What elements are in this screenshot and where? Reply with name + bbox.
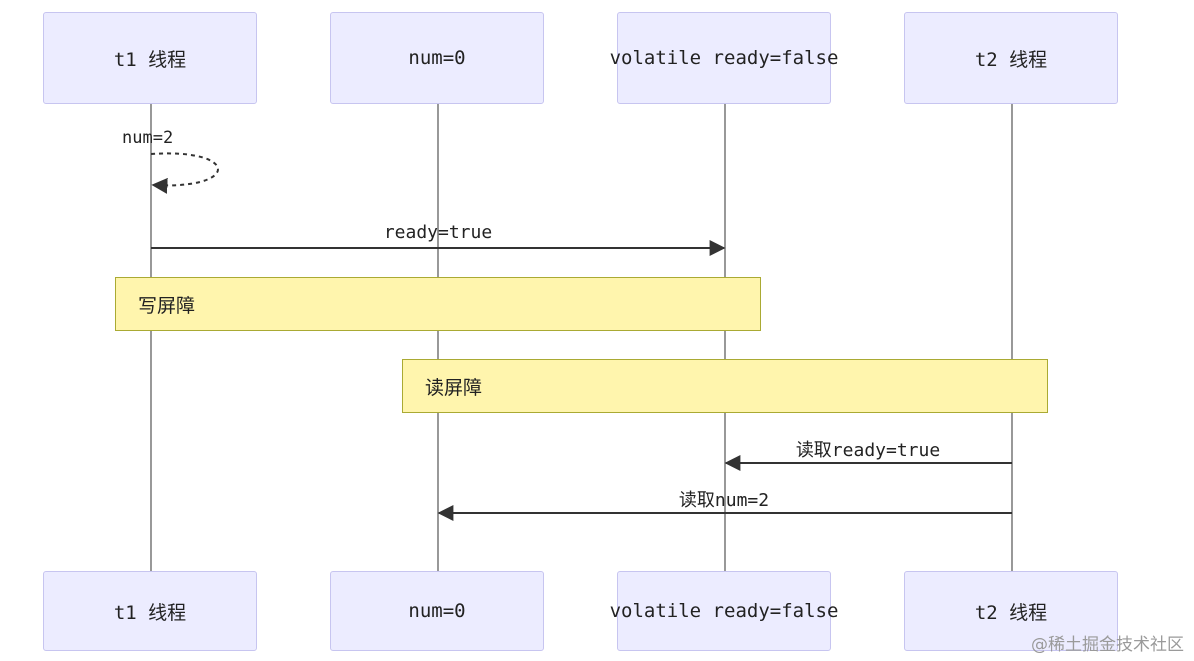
actor-ready-bottom: volatile ready=false	[610, 571, 838, 651]
message-label-read-ready: 读取ready=true	[795, 440, 941, 461]
actor-num-bottom: num=0	[330, 571, 544, 651]
message-label-read-num: 读取num=2	[678, 490, 770, 511]
self-message-label: num=2	[122, 128, 174, 148]
actor-num-top: num=0	[330, 12, 544, 104]
note-read-barrier: 读屏障	[402, 359, 1048, 413]
actor-t1-top: t1 线程	[43, 12, 257, 104]
actor-t2-top: t2 线程	[904, 12, 1118, 104]
watermark-text: @稀土掘金技术社区	[1031, 635, 1184, 655]
message-label-set-ready: ready=true	[383, 222, 493, 243]
actor-t1-bottom: t1 线程	[43, 571, 257, 651]
actor-t2-bottom: t2 线程	[904, 571, 1118, 651]
self-message-loop	[150, 152, 219, 194]
note-write-barrier: 写屏障	[115, 277, 761, 331]
actor-ready-top: volatile ready=false	[610, 12, 838, 104]
